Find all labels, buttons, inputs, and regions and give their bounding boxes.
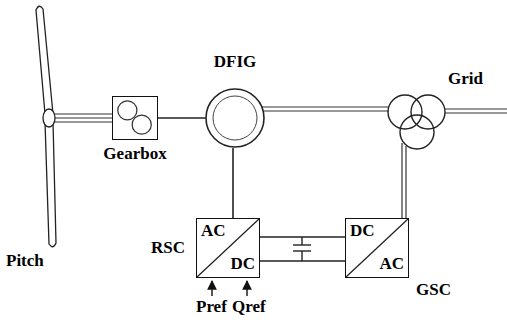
converter-box: RSCACDC: [196, 218, 260, 278]
generator-label: DFIG: [214, 53, 257, 72]
port-label: DC: [350, 222, 375, 241]
converter-label: RSC: [151, 239, 185, 258]
gearbox-box: Gearbox: [112, 96, 158, 140]
signal-name: Qref: [232, 298, 266, 317]
blade: [36, 6, 53, 114]
transformer: [388, 95, 445, 149]
gearbox-label: Gearbox: [103, 145, 166, 164]
shaft: [55, 114, 112, 122]
hub: [43, 109, 55, 127]
blade: [45, 122, 56, 247]
shape-outline: [113, 97, 157, 139]
shape-outline: [205, 88, 265, 148]
part-name: Grid: [448, 70, 483, 89]
connector: [260, 236, 345, 238]
generator-circle: DFIG: [205, 88, 265, 148]
connector: [232, 148, 234, 218]
reference-arrows: [212, 281, 247, 296]
converter-diagonal: [346, 219, 408, 277]
converter-label: GSC: [416, 281, 451, 300]
converter-diagonal: [197, 219, 259, 277]
port-label: DC: [230, 255, 255, 274]
gsc-line: [402, 143, 406, 218]
port-label: AC: [201, 222, 226, 241]
part-name: Pitch: [6, 252, 44, 271]
dc-link-capacitor: [260, 237, 345, 261]
converter-box: DCACGSC: [345, 218, 409, 278]
generator-outline: [206, 89, 264, 147]
signal-name: Pref: [196, 298, 227, 317]
connector: [158, 117, 206, 119]
rotor-outline: [213, 96, 257, 140]
port-label: AC: [379, 255, 404, 274]
grid-line: [445, 109, 507, 113]
stator-line: [262, 107, 389, 111]
turbine-rotor: [36, 6, 56, 247]
gear-wheel: [132, 115, 151, 134]
gear-wheel: [118, 101, 137, 120]
